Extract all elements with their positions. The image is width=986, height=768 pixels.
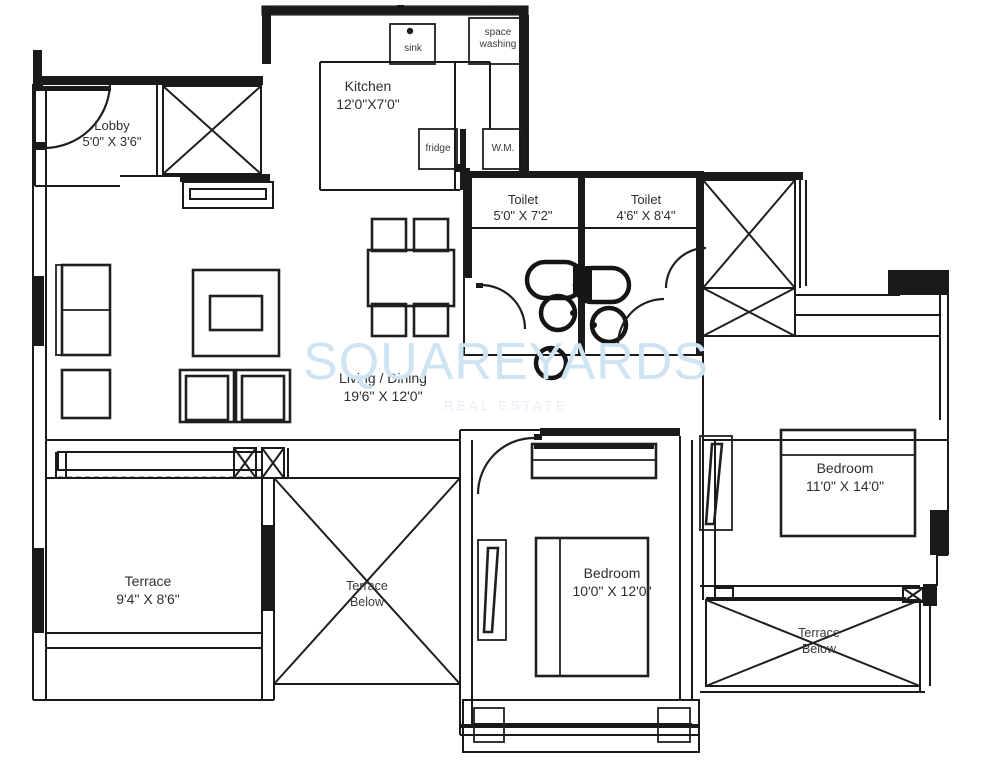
room-name-living-dining: Living / Dining [339, 370, 427, 386]
bedroom2-bed [534, 536, 650, 678]
room-dim-bedroom-1: 11'0" X 14'0" [805, 477, 885, 494]
terrace-below-right-line2: Below [801, 642, 837, 657]
main-outer-walls [32, 83, 47, 700]
room-dim-terrace: 9'4" X 8'6" [116, 590, 180, 607]
sofa-two-seat [178, 368, 292, 424]
toilet1-door-arc [480, 283, 527, 330]
lobby-door-arc [42, 83, 112, 150]
room-name-bedroom-2: Bedroom [583, 565, 641, 581]
shaft-right-upper [702, 172, 807, 289]
room-label-kitchen: Kitchen 12'0"X7'0" [288, 78, 448, 113]
corridor-right [795, 270, 949, 420]
room-dim-toilet-2: 4'6" X 8'4" [616, 208, 676, 224]
room-dim-lobby: 5'0" X 3'6" [82, 134, 142, 150]
bedroom1-bed [779, 428, 917, 538]
right-outer-boundary [936, 270, 949, 586]
wall-node-3 [460, 168, 470, 178]
wall-node-1 [397, 5, 404, 12]
toilet2-fixtures [572, 265, 632, 345]
bedroom2-wardrobe [477, 539, 507, 641]
room-label-bedroom-2: Bedroom 10'0" X 12'0" [527, 565, 697, 600]
room-label-bedroom-1: Bedroom 11'0" X 14'0" [760, 460, 930, 495]
left-window-unit-upper [55, 263, 112, 357]
terrace-below-right-line1: Terrace [798, 626, 840, 640]
room-name-bedroom-1: Bedroom [816, 460, 874, 476]
room-dim-kitchen: 12'0"X7'0" [336, 95, 400, 112]
room-dim-toilet-1: 5'0" X 7'2" [493, 208, 553, 224]
stair-element [180, 174, 274, 209]
bedroom2-console [530, 442, 658, 480]
sink-label: sink [404, 43, 422, 54]
bedroom1-wardrobe [699, 435, 733, 531]
room-name-kitchen: Kitchen [344, 78, 392, 94]
terrace-below-left-line2: Below [349, 595, 385, 610]
bedroom2-bottom-detail [462, 699, 700, 753]
room-label-terrace: Terrace 9'4" X 8'6" [78, 573, 218, 608]
terrace-below-left-line1: Terrace [346, 579, 388, 593]
bedroom2-door-arc [476, 436, 535, 495]
washing-machine-box [482, 128, 524, 170]
room-label-toilet-1: Toilet 5'0" X 7'2" [465, 192, 581, 225]
passage-door-arc [664, 246, 707, 289]
kitchen-block-walls [261, 5, 529, 190]
room-dim-living-dining: 19'6" X 12'0" [343, 387, 423, 404]
room-name-terrace: Terrace [124, 573, 172, 589]
wall-node-2 [487, 6, 493, 14]
room-dim-bedroom-2: 10'0" X 12'0" [572, 582, 652, 599]
fridge-label: fridge [425, 143, 451, 154]
terrace-below-label-left: Terrace Below [318, 578, 416, 611]
room-name-lobby: Lobby [94, 118, 130, 133]
coffee-table [191, 268, 281, 358]
terrace-below-right-region [700, 584, 937, 693]
left-window-unit-lower [60, 368, 112, 420]
terrace-below-left-region [273, 477, 461, 685]
washing-machine-label: W.M. [491, 143, 515, 154]
shaft-top-left [162, 85, 262, 175]
shaft-right-lower [702, 287, 796, 337]
terrace-below-label-right: Terrace Below [770, 625, 868, 658]
sink-fixture [389, 23, 436, 65]
lobby-walls [33, 50, 263, 187]
washing-space-label-line1: space [484, 27, 512, 38]
fridge-box [418, 128, 458, 170]
room-label-living-dining: Living / Dining 19'6" X 12'0" [288, 370, 478, 405]
toilet2-door-arc [616, 297, 665, 346]
room-label-toilet-2: Toilet 4'6" X 8'4" [588, 192, 704, 225]
washing-space-label: space washing [469, 27, 527, 50]
washing-space-label-line2: washing [479, 38, 517, 50]
dining-set [366, 217, 456, 338]
room-name-toilet-1: Toilet [507, 192, 539, 207]
room-label-lobby: Lobby 5'0" X 3'6" [52, 118, 172, 151]
room-name-toilet-2: Toilet [630, 192, 662, 207]
